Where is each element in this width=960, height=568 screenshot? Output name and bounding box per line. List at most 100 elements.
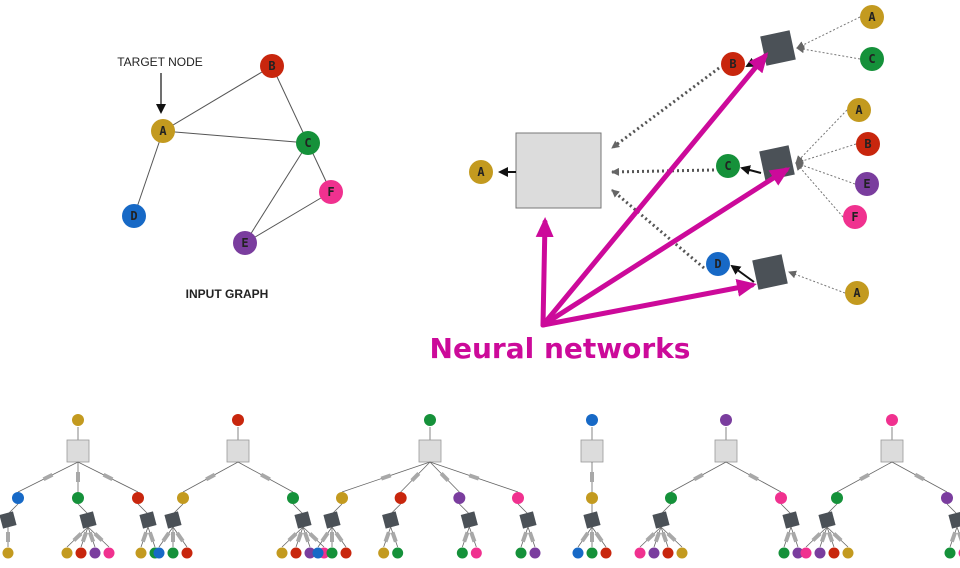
node-A: [378, 547, 390, 559]
node-circle-C: [515, 547, 527, 559]
input-graph-caption: INPUT GRAPH: [186, 287, 269, 301]
computation-tree-D: [572, 414, 612, 559]
aggregator-box-B: [760, 30, 796, 66]
node-label-F: F: [327, 185, 334, 199]
headline: Neural networks: [430, 332, 691, 365]
node-circle-D: [706, 252, 730, 276]
node-label-D: D: [130, 209, 137, 223]
neighbor-arrow-B-A: [796, 16, 861, 49]
node-A: [135, 547, 147, 559]
tree-F-E-child-C-link: [949, 531, 958, 543]
target-node-label: TARGET NODE: [117, 55, 203, 69]
node-D: [586, 414, 598, 426]
node-circle-A: [2, 547, 14, 559]
node-D: [312, 547, 324, 559]
node-circle-B: [856, 132, 880, 156]
node-circle-A: [336, 492, 348, 504]
node-circle-B: [132, 492, 144, 504]
node-E: [792, 547, 804, 559]
node-circle-A: [586, 492, 598, 504]
tree-E-C-child-B-link: [660, 531, 669, 543]
tree-aggregator-C: [818, 511, 836, 529]
node-B: [828, 547, 840, 559]
tree-aggregator-E: [460, 511, 478, 529]
node-circle-C: [296, 131, 320, 155]
node-circle-E: [792, 547, 804, 559]
tree-A-D-child-A-link: [6, 532, 10, 542]
tree-aggregator-root: [418, 439, 442, 463]
node-circle-C: [326, 547, 338, 559]
node-circle-A: [676, 547, 688, 559]
tree-D-l1-A-link: [590, 472, 594, 482]
node-C: [167, 547, 179, 559]
node-circle-B: [662, 547, 674, 559]
node-C: [72, 492, 84, 504]
node-A: [276, 547, 288, 559]
node-circle-E: [453, 492, 466, 504]
node-circle-B: [394, 492, 407, 504]
message-arrow-D: [611, 188, 705, 270]
node-F: [470, 547, 482, 559]
tree-E-agg-edge-F: [780, 503, 792, 515]
node-circle-F: [886, 414, 898, 426]
computation-tree-A: [0, 414, 161, 559]
node-circle-C: [831, 492, 843, 504]
node-B: [662, 547, 674, 559]
tree-A-B-child-C-link: [147, 531, 156, 543]
node-circle-D: [122, 204, 146, 228]
tree-B-C-child-F-link: [308, 532, 319, 542]
node-circle-B: [290, 547, 302, 559]
message-arrow-B: [611, 66, 720, 150]
node-circle-D: [586, 414, 598, 426]
node-circle-F: [843, 205, 867, 229]
edge-A-C: [162, 130, 309, 144]
tree-B-agg-edge-C: [292, 503, 304, 515]
neighbor-arrow-C-A: [795, 109, 848, 164]
tree-B-C-child-E-link: [302, 531, 311, 543]
node-circle-F: [470, 547, 482, 559]
node-C: [944, 547, 956, 559]
node-circle-C: [287, 492, 299, 504]
tree-C-A-child-D-link: [320, 531, 330, 543]
node-B: [600, 547, 612, 559]
tree-aggregator-root: [714, 439, 738, 463]
tree-C-agg-edge-F: [517, 503, 529, 515]
node-A: [72, 414, 84, 426]
tree-B-l1-C-link: [260, 472, 271, 482]
node-circle-E: [304, 547, 316, 559]
aggregator-box-large: [515, 132, 602, 209]
node-A: [61, 547, 73, 559]
node-circle-C: [778, 547, 790, 559]
tree-aggregator-C: [79, 511, 97, 529]
computation-tree-F: [800, 414, 960, 559]
node-A: [177, 492, 189, 504]
tree-E-l1-F-link: [748, 472, 759, 482]
node-B: [75, 547, 87, 559]
node-C: [456, 547, 468, 559]
node-C: [515, 547, 527, 559]
tree-D-A-child-B-link: [594, 531, 604, 543]
computation-tree-C: [312, 414, 541, 559]
node-circle-F: [634, 547, 646, 559]
tree-aggregator-root: [226, 439, 250, 463]
tree-B-A-child-C-link: [171, 532, 175, 542]
tree-A-C-child-A-link: [72, 532, 83, 542]
node-B: [290, 547, 302, 559]
node-C: [831, 492, 843, 504]
tree-C-l1-F-link: [468, 473, 480, 481]
tree-aggregator-F: [519, 511, 537, 529]
tree-A-C-child-B-link: [80, 531, 89, 543]
node-D: [153, 547, 165, 559]
node-label-F: F: [851, 210, 858, 224]
tree-B-A-child-B-link: [175, 531, 185, 543]
node-E: [648, 547, 660, 559]
node-A: [842, 547, 854, 559]
node-C: [778, 547, 790, 559]
tree-aggregator-E: [948, 511, 960, 529]
tree-aggregator-root: [580, 439, 604, 463]
tree-C-l1-E-link: [439, 472, 450, 482]
node-circle-B: [75, 547, 87, 559]
computation-tree-B: [153, 414, 330, 559]
tree-D-A-child-C-link: [590, 532, 594, 542]
node-label-C: C: [724, 159, 731, 173]
